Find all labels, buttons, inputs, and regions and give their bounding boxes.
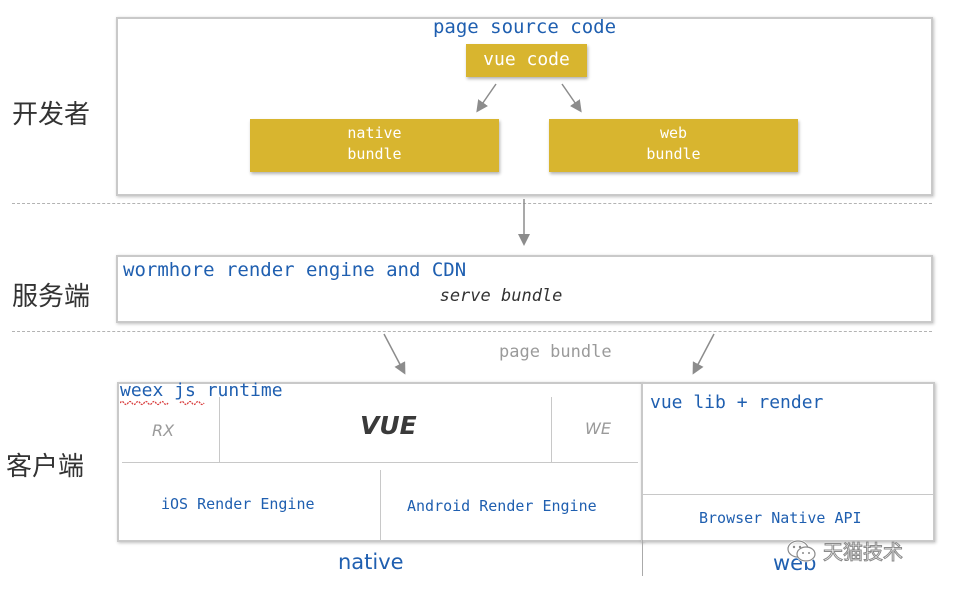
- developer-label: 开发者: [12, 100, 91, 130]
- web-bundle-line1: web: [659, 124, 688, 142]
- we-label: WE: [585, 419, 611, 438]
- client-label: 客户端: [6, 452, 85, 482]
- native-bundle-line1: native: [347, 124, 402, 142]
- vue-code-block: vue code: [466, 44, 587, 77]
- page-source-title: page source code: [432, 16, 617, 38]
- browser-api-label: Browser Native API: [699, 509, 862, 527]
- server-title: wormhore render engine and CDN: [123, 259, 467, 281]
- vue-label: VUE: [360, 411, 417, 440]
- web-bundle-line2: bundle: [646, 145, 701, 163]
- web-client-box: [641, 382, 935, 542]
- native-web-divider: [642, 540, 643, 576]
- divider-runtime-bottom: [122, 462, 638, 463]
- vue-code-label: vue code: [483, 49, 570, 70]
- arrow-to-native-client: [383, 333, 406, 375]
- divider-ios-android: [380, 470, 381, 540]
- separator-top: [12, 203, 932, 204]
- server-label: 服务端: [12, 282, 91, 312]
- vue-lib-label: vue lib + render: [650, 392, 824, 413]
- rx-label: RX: [152, 421, 175, 440]
- watermark: 天猫技术: [787, 536, 904, 565]
- watermark-text: 天猫技术: [823, 540, 904, 565]
- arrow-to-web-client: [692, 333, 715, 375]
- native-bundle-line2: bundle: [347, 145, 402, 163]
- server-box: [116, 255, 933, 323]
- native-label: native: [338, 550, 404, 574]
- page-bundle-label: page bundle: [499, 342, 612, 362]
- divider-rx: [219, 397, 220, 462]
- wechat-icon: [787, 539, 817, 562]
- divider-browser-api: [643, 494, 933, 495]
- runtime-title: weex js runtime: [120, 380, 283, 401]
- android-engine-label: Android Render Engine: [407, 497, 597, 515]
- ios-engine-label: iOS Render Engine: [161, 495, 315, 513]
- server-subtitle: serve bundle: [439, 286, 563, 306]
- spellcheck-underline: [120, 400, 205, 406]
- separator-bottom: [12, 331, 932, 332]
- divider-we: [551, 397, 552, 462]
- native-bundle-block: native bundle: [250, 119, 499, 172]
- web-bundle-block: web bundle: [549, 119, 798, 172]
